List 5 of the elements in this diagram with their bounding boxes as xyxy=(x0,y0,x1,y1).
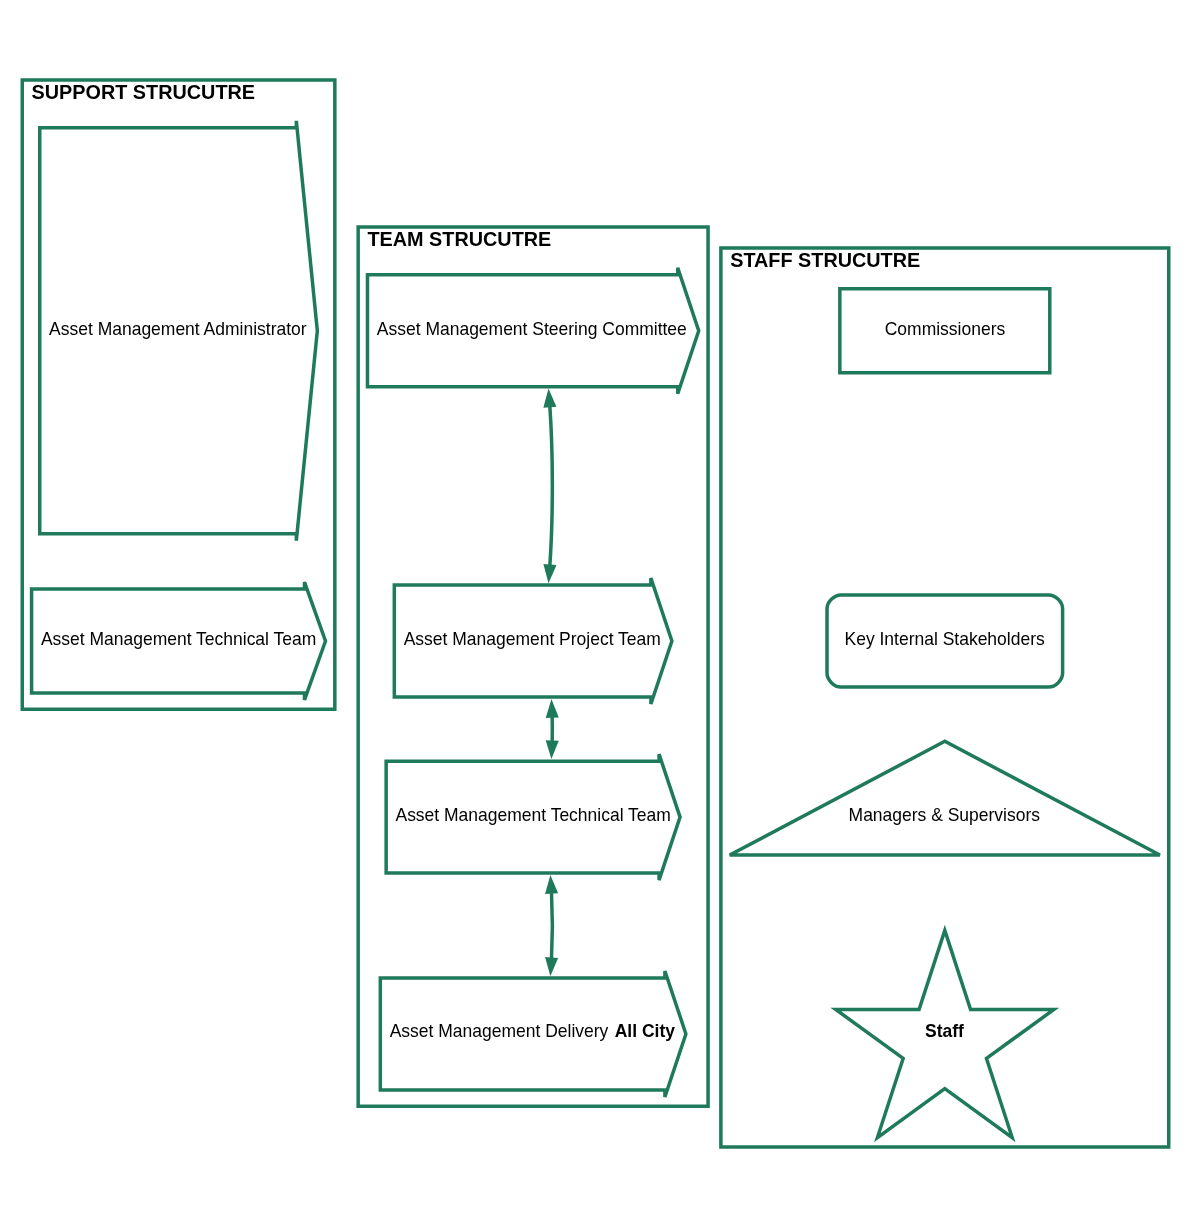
arrow xyxy=(545,874,559,976)
node-box: Key Internal Stakeholders xyxy=(825,592,1065,689)
arrow xyxy=(543,388,557,583)
node-box: Commissioners xyxy=(838,286,1052,374)
arrow xyxy=(545,698,559,759)
